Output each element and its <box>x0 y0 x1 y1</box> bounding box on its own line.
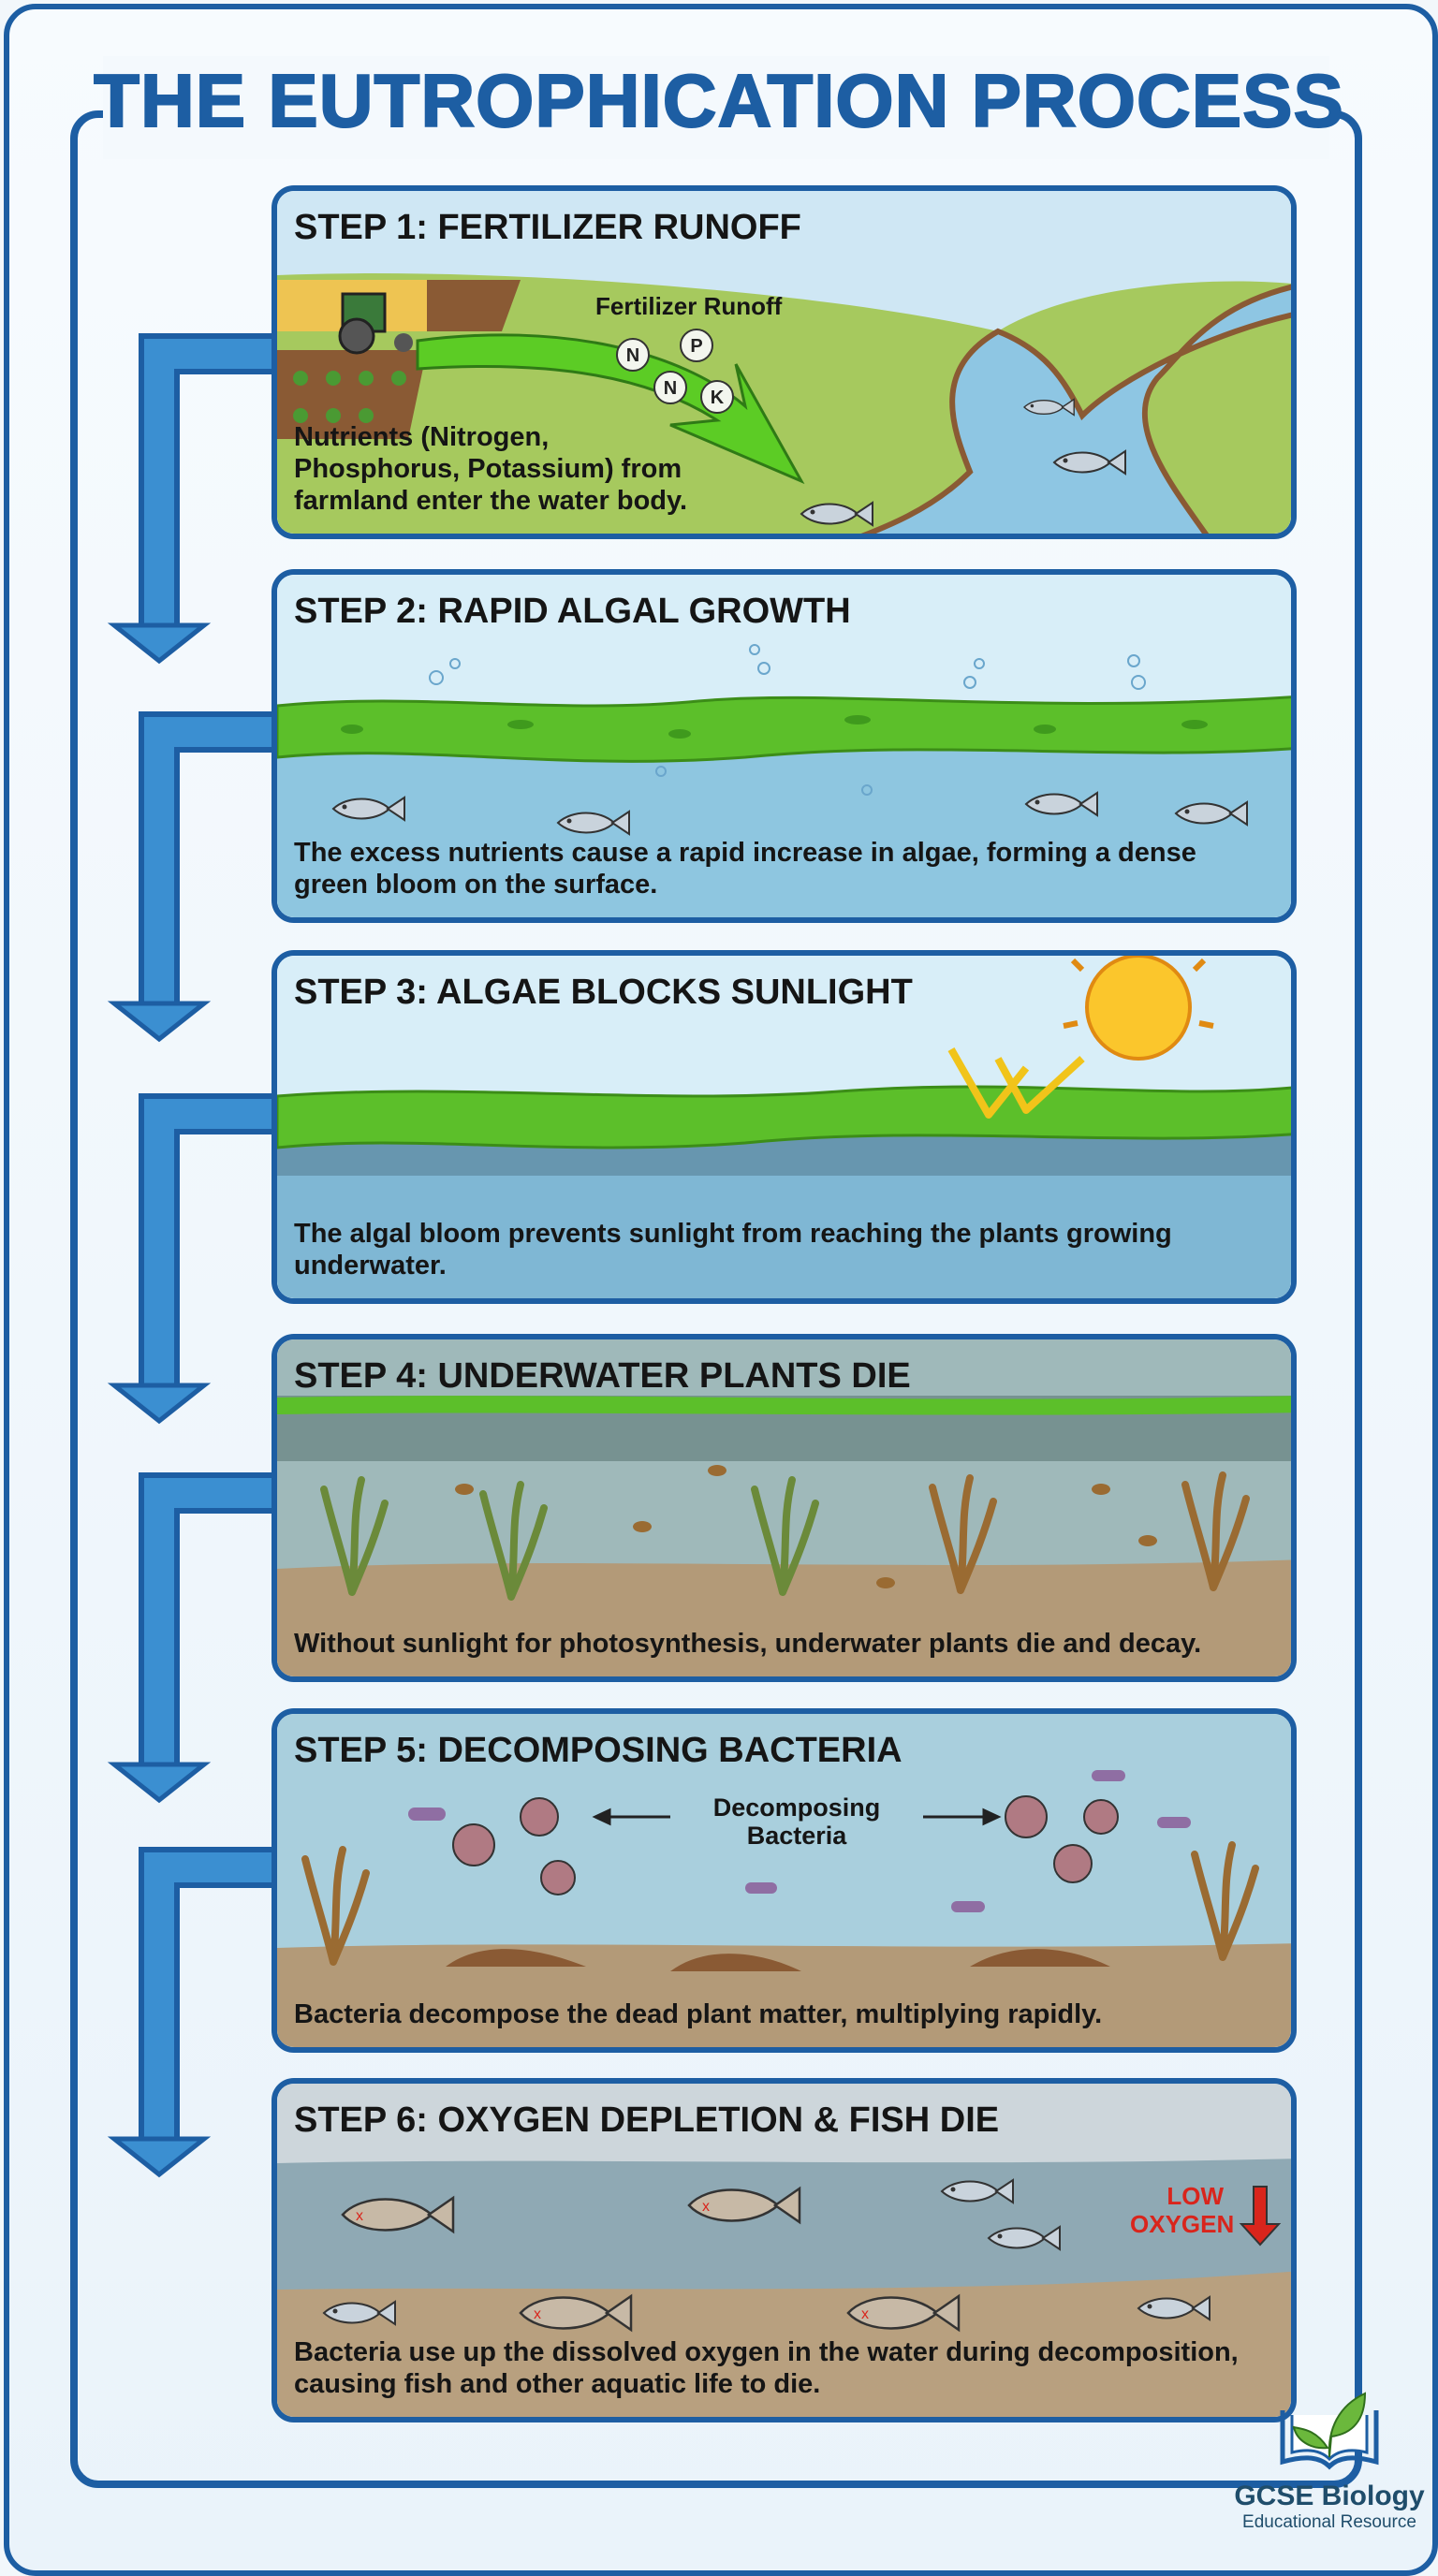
step-1-description: Nutrients (Nitrogen, Phosphorus, Potassi… <box>294 422 688 516</box>
book-leaf-icon <box>1280 2392 1379 2470</box>
step-2-panel: STEP 2: RAPID ALGAL GROWTH The excess nu… <box>271 569 1297 923</box>
nutrient-p: P <box>690 336 702 357</box>
flow-arrow-3-to-4 <box>114 1114 271 1421</box>
fertilizer-runoff-label: Fertilizer Runoff <box>595 292 783 320</box>
flow-arrow-1-to-2 <box>114 354 271 661</box>
step-3-description: The algal bloom prevents sunlight from r… <box>294 1219 1172 1281</box>
step-3-panel: STEP 3: ALGAE BLOCKS SUNLIGHT The algal … <box>271 950 1297 1304</box>
step-5-title: STEP 5: DECOMPOSING BACTERIA <box>294 1731 902 1770</box>
step-5-panel: STEP 5: DECOMPOSING BACTERIA Decomposing… <box>271 1708 1297 2053</box>
step-1-title: STEP 1: FERTILIZER RUNOFF <box>294 208 801 247</box>
step-4-title: STEP 4: UNDERWATER PLANTS DIE <box>294 1356 911 1396</box>
decomposing-bacteria-illustration <box>277 1714 1291 2047</box>
tractor-icon <box>338 292 413 355</box>
step-4-description: Without sunlight for photosynthesis, und… <box>294 1629 1202 1659</box>
algal-bloom-illustration <box>277 575 1291 917</box>
dead-fish-illustration <box>277 2084 1291 2417</box>
title-backdrop <box>103 56 1329 159</box>
step-6-description: Bacteria use up the dissolved oxygen in … <box>294 2337 1239 2399</box>
sunlight-blocked-illustration <box>277 956 1291 1298</box>
page-title: THE EUTROPHICATION PROCESS <box>93 58 1344 143</box>
nutrient-n: N <box>626 345 639 366</box>
step-6-title: STEP 6: OXYGEN DEPLETION & FISH DIE <box>294 2100 1000 2140</box>
logo-name: GCSE Biology <box>1234 2481 1425 2511</box>
logo: GCSE Biology Educational Resource <box>1226 2382 1432 2533</box>
step-6-panel: STEP 6: OXYGEN DEPLETION & FISH DIE LOW … <box>271 2078 1297 2422</box>
decomposing-bacteria-label: Decomposing Bacteria <box>712 1793 881 1850</box>
sun-icon <box>1063 956 1214 1061</box>
farmland-river-illustration: N N P K <box>277 191 1291 534</box>
step-2-title: STEP 2: RAPID ALGAL GROWTH <box>294 592 851 631</box>
low-oxygen-label: LOW OXYGEN <box>1130 2182 1235 2238</box>
step-5-description: Bacteria decompose the dead plant matter… <box>294 1999 1103 2029</box>
down-arrow-icon <box>1239 2186 1282 2247</box>
step-3-title: STEP 3: ALGAE BLOCKS SUNLIGHT <box>294 973 913 1012</box>
nutrient-n: N <box>664 378 677 399</box>
flow-arrow-2-to-3 <box>114 732 271 1039</box>
step-1-panel: N N P K STEP 1: FERTILIZER RUNOFF Fertil… <box>271 185 1297 539</box>
nutrient-k: K <box>711 388 725 408</box>
logo-subtitle: Educational Resource <box>1242 2512 1416 2532</box>
flow-arrow-4-to-5 <box>114 1493 271 1800</box>
flow-arrow-5-to-6 <box>114 1867 271 2174</box>
dying-plants-illustration <box>277 1339 1291 1676</box>
step-2-description: The excess nutrients cause a rapid incre… <box>294 838 1196 900</box>
step-4-panel: STEP 4: UNDERWATER PLANTS DIE Without su… <box>271 1334 1297 1682</box>
